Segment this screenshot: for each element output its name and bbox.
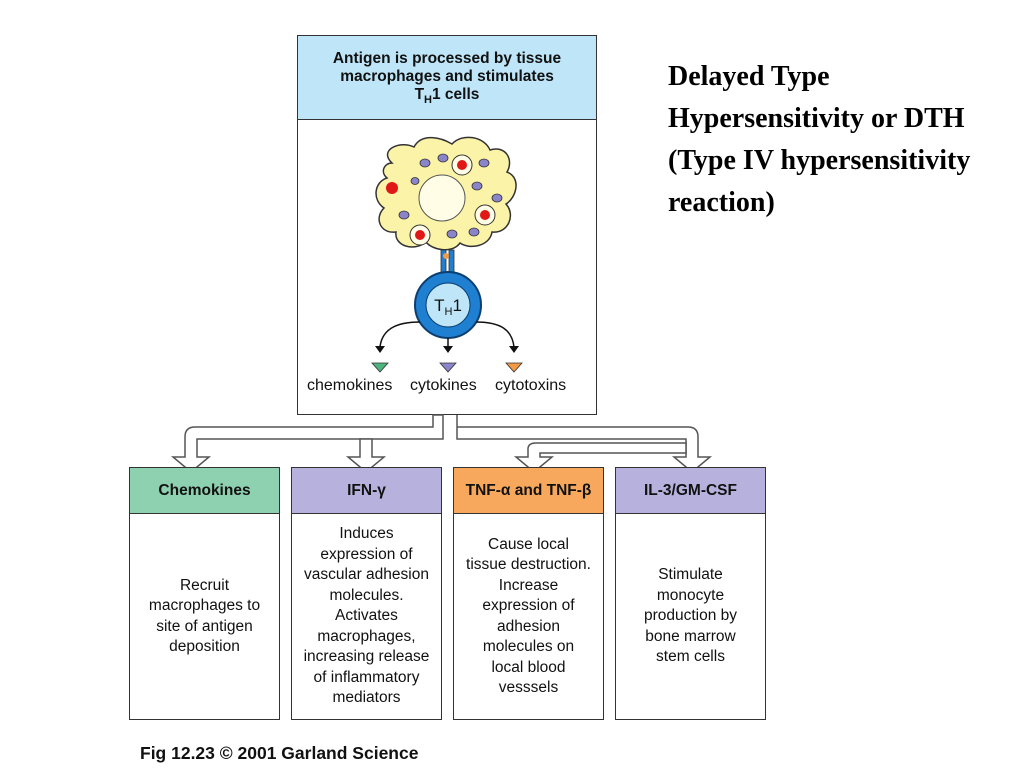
- tnf-box: TNF-α and TNF-β Cause local tissue destr…: [453, 467, 604, 720]
- tnf-description: Cause local tissue destruction. Increase…: [466, 535, 591, 697]
- ifn-gamma-box: IFN-γ Induces expression of vascular adh…: [291, 467, 442, 720]
- output-label-cytotoxins: cytotoxins: [495, 377, 567, 394]
- svg-text:TH1: TH1: [434, 296, 462, 318]
- cytotoxin-triangle-icon: [505, 362, 523, 373]
- slide-title: Delayed Type Hypersensitivity or DTH (Ty…: [668, 61, 971, 218]
- header-line-1: Antigen is processed by tissue: [332, 50, 562, 67]
- ifn-gamma-description: Induces expression of vascular adhesion …: [303, 525, 430, 707]
- il3-gmcsf-header: IL-3/GM-CSF: [616, 468, 765, 514]
- ifn-gamma-header: IFN-γ: [292, 468, 441, 514]
- th1-cell: TH1: [414, 271, 482, 339]
- output-label-chemokines: chemokines: [307, 377, 393, 394]
- antigen-processing-header: Antigen is processed by tissue macrophag…: [298, 36, 596, 120]
- macrophage-cell: [375, 136, 517, 251]
- antigen-icon: [386, 182, 398, 194]
- il3-gmcsf-description: Stimulate monocyte production by bone ma…: [643, 566, 738, 666]
- tnf-header: TNF-α and TNF-β: [454, 468, 603, 514]
- figure-caption: Fig 12.23 © 2001 Garland Science: [140, 743, 419, 763]
- chemokine-triangle-icon: [371, 362, 389, 373]
- chemokines-box: Chemokines Recruit macrophages to site o…: [129, 467, 280, 720]
- nucleus-icon: [418, 174, 466, 222]
- header-line-3: TH1 cells: [414, 86, 480, 106]
- connector-arrows: [170, 414, 713, 473]
- output-arrows: [379, 321, 515, 348]
- chemokines-header: Chemokines: [130, 468, 279, 514]
- output-label-cytokines: cytokines: [410, 377, 477, 394]
- il3-gmcsf-box: IL-3/GM-CSF Stimulate monocyte productio…: [615, 467, 766, 720]
- header-line-2: macrophages and stimulates: [340, 68, 554, 85]
- tcr-receptor-icon: [440, 249, 455, 275]
- cytokine-triangle-icon: [439, 362, 457, 373]
- chemokines-description: Recruit macrophages to site of antigen d…: [148, 576, 261, 656]
